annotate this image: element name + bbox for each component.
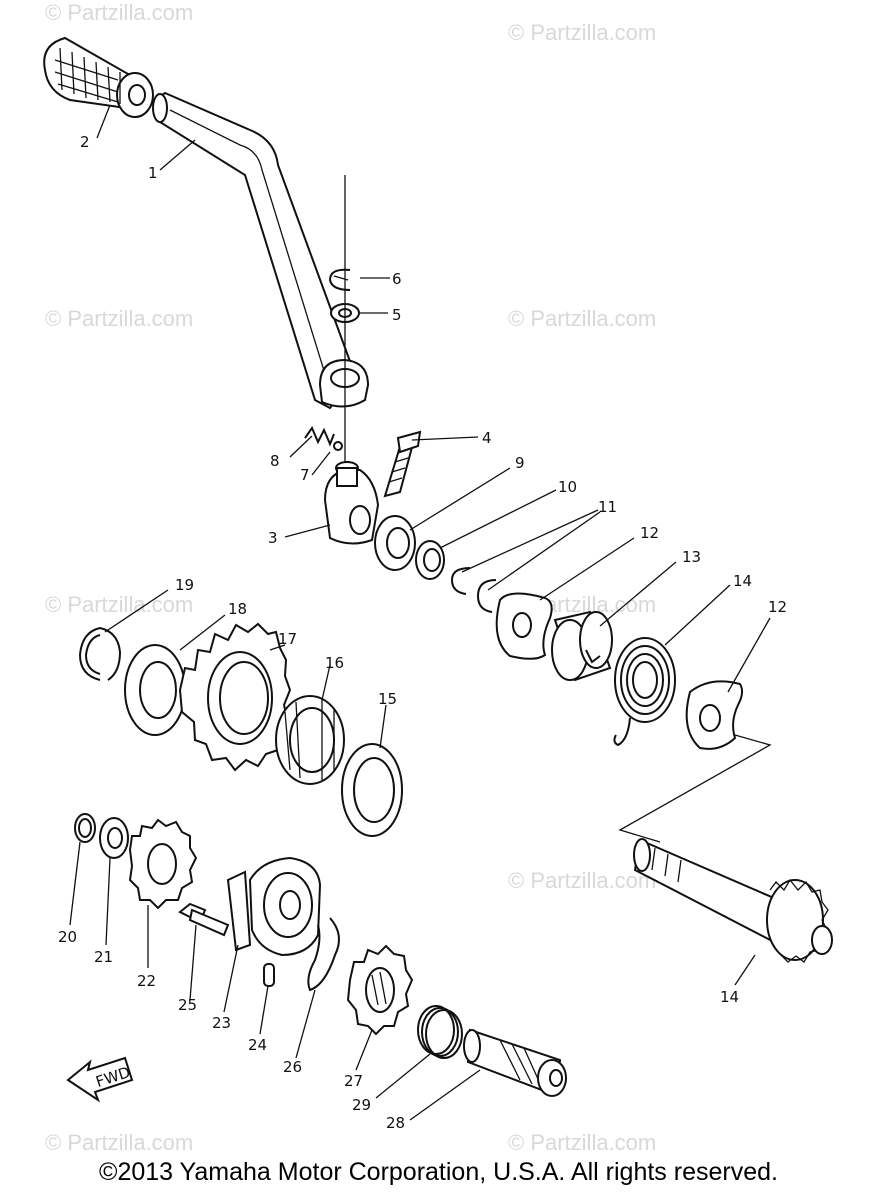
part-18-kick-gear bbox=[178, 622, 292, 772]
watermark: © Partzilla.com bbox=[508, 1130, 656, 1155]
label-part-5: 5 bbox=[392, 306, 402, 324]
label-part-21: 20 bbox=[58, 928, 77, 946]
label-part-15: 14 bbox=[720, 988, 739, 1006]
copyright-notice: ©2013 Yamaha Motor Corporation, U.S.A. A… bbox=[99, 1158, 778, 1186]
label-part-4: 4 bbox=[482, 429, 492, 447]
part-23-idle-gear bbox=[128, 818, 198, 910]
label-part-27: 26 bbox=[283, 1058, 302, 1076]
part-9-oil-seal bbox=[374, 515, 416, 571]
label-part-30: 29 bbox=[352, 1096, 371, 1114]
label-part-3: 3 bbox=[268, 529, 278, 547]
label-part-20: 19 bbox=[175, 576, 194, 594]
forward-direction-arrow: FWD bbox=[66, 1056, 134, 1103]
label-part-7: 7 bbox=[300, 466, 310, 484]
part-30-spring bbox=[417, 1005, 463, 1059]
watermark: © Partzilla.com bbox=[508, 868, 656, 893]
label-part-18: 17 bbox=[278, 630, 297, 648]
label-part-17: 16 bbox=[325, 654, 344, 672]
label-part-16: 15 bbox=[378, 690, 397, 708]
leader-lines bbox=[69, 104, 771, 1121]
part-25-pin bbox=[263, 963, 275, 987]
label-part-29: 28 bbox=[386, 1114, 405, 1132]
assembly-guide-line bbox=[618, 734, 772, 843]
part-7-ball bbox=[333, 441, 343, 451]
part-24-ratchet-bracket bbox=[226, 856, 322, 957]
label-part-6: 6 bbox=[392, 270, 402, 288]
part-1-kick-crank bbox=[152, 91, 370, 410]
label-part-19: 18 bbox=[228, 600, 247, 618]
part-3-kick-boss bbox=[323, 461, 380, 545]
part-21-circlip bbox=[74, 813, 96, 843]
watermarks: © Partzilla.com © Partzilla.com © Partzi… bbox=[45, 0, 656, 1155]
label-part-11: 11 bbox=[598, 498, 617, 516]
label-part-24: 23 bbox=[212, 1014, 231, 1032]
part-29-pinion-shaft bbox=[463, 1028, 567, 1097]
label-part-14: 14 bbox=[733, 572, 752, 590]
part-10-washer bbox=[415, 540, 445, 580]
label-part-25: 24 bbox=[248, 1036, 267, 1054]
part-2-kick-grip bbox=[43, 36, 154, 118]
label-part-12-lower: 12 bbox=[768, 598, 787, 616]
part-labels: 2 1 6 5 4 8 7 9 10 11 3 12 13 14 12 19 1… bbox=[58, 133, 787, 1132]
watermark: © Partzilla.com bbox=[45, 306, 193, 331]
label-part-12-upper: 12 bbox=[640, 524, 659, 542]
part-11-circlips bbox=[450, 567, 497, 613]
watermark: © Partzilla.com bbox=[508, 20, 656, 45]
part-28-gear bbox=[346, 944, 414, 1036]
part-14-torsion-spring bbox=[613, 637, 676, 747]
watermark: © Partzilla.com bbox=[45, 592, 193, 617]
part-16-washer bbox=[341, 743, 403, 837]
watermark: © Partzilla.com bbox=[45, 1130, 193, 1155]
part-17-needle-bearing bbox=[275, 695, 345, 785]
part-15-kick-shaft bbox=[633, 838, 833, 963]
part-27-spring-clip bbox=[307, 917, 340, 992]
part-6-circlip bbox=[328, 268, 351, 291]
label-part-9: 9 bbox=[515, 454, 525, 472]
part-26-bolt bbox=[178, 902, 230, 937]
label-part-22: 21 bbox=[94, 948, 113, 966]
part-4-bolt bbox=[383, 430, 422, 498]
label-part-1: 1 bbox=[148, 164, 158, 182]
label-part-8: 8 bbox=[270, 452, 280, 470]
part-22-washer bbox=[99, 817, 129, 859]
part-13-spring-guide bbox=[551, 610, 613, 682]
label-part-28: 27 bbox=[344, 1072, 363, 1090]
part-12-spring-cover-upper bbox=[495, 592, 553, 660]
label-part-23: 22 bbox=[137, 972, 156, 990]
label-part-26: 25 bbox=[178, 996, 197, 1014]
watermark: © Partzilla.com bbox=[508, 306, 656, 331]
label-part-10: 10 bbox=[558, 478, 577, 496]
part-12-spring-cover-lower bbox=[685, 680, 744, 750]
part-19-washer bbox=[124, 644, 186, 736]
part-8-spring bbox=[304, 425, 335, 447]
watermark: © Partzilla.com bbox=[45, 0, 193, 25]
part-20-circlip bbox=[78, 626, 122, 681]
label-part-2: 2 bbox=[80, 133, 90, 151]
label-part-13: 13 bbox=[682, 548, 701, 566]
